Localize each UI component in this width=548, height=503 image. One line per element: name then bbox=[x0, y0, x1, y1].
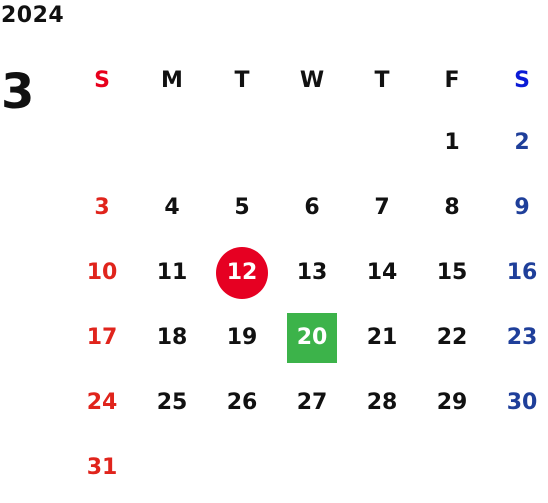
day-number: 16 bbox=[506, 260, 538, 285]
empty-day-cell bbox=[347, 110, 417, 175]
day-cell: 13 bbox=[277, 240, 347, 305]
day-cell: 29 bbox=[417, 370, 487, 435]
calendar-week-row: 10 11 12 13 14 15 16 bbox=[67, 240, 548, 305]
empty-day-cell bbox=[277, 435, 347, 500]
day-number: 6 bbox=[304, 195, 320, 220]
calendar-week-row: 31 bbox=[67, 435, 548, 500]
day-number: 13 bbox=[296, 260, 328, 285]
day-cell: 30 bbox=[487, 370, 548, 435]
weekday-header-friday: F bbox=[444, 67, 460, 93]
day-cell: 24 bbox=[67, 370, 137, 435]
day-cell: 9 bbox=[487, 175, 548, 240]
circle-marker bbox=[216, 246, 268, 299]
day-cell: 17 bbox=[67, 305, 137, 370]
day-number: 12 bbox=[226, 260, 258, 285]
weekday-header-thursday: T bbox=[374, 67, 390, 93]
day-number: 29 bbox=[436, 390, 468, 415]
empty-day-cell bbox=[67, 110, 137, 175]
empty-day-cell bbox=[277, 110, 347, 175]
day-number: 18 bbox=[156, 325, 188, 350]
day-cell: 3 bbox=[67, 175, 137, 240]
empty-day-cell bbox=[207, 435, 277, 500]
day-cell: 6 bbox=[277, 175, 347, 240]
day-number: 11 bbox=[156, 260, 188, 285]
day-number: 17 bbox=[86, 325, 118, 350]
day-cell: 15 bbox=[417, 240, 487, 305]
day-number: 30 bbox=[506, 390, 538, 415]
day-number: 2 bbox=[514, 130, 530, 155]
day-cell: 18 bbox=[137, 305, 207, 370]
weekday-header-monday: M bbox=[161, 67, 183, 93]
weekday-header-tuesday: T bbox=[234, 67, 250, 93]
day-cell: 8 bbox=[417, 175, 487, 240]
day-number: 31 bbox=[86, 455, 118, 480]
day-cell: 27 bbox=[277, 370, 347, 435]
day-cell: 5 bbox=[207, 175, 277, 240]
day-cell: 19 bbox=[207, 305, 277, 370]
day-cell: 2 bbox=[487, 110, 548, 175]
calendar-week-row: 3 4 5 6 7 8 9 bbox=[67, 175, 548, 240]
day-cell: 14 bbox=[347, 240, 417, 305]
weekday-header-saturday: S bbox=[514, 67, 530, 93]
day-number: 23 bbox=[506, 325, 538, 350]
month-label: 3 bbox=[1, 64, 35, 120]
day-number: 14 bbox=[366, 260, 398, 285]
day-cell: 16 bbox=[487, 240, 548, 305]
calendar-week-row: 17 18 19 20 21 22 23 bbox=[67, 305, 548, 370]
day-cell: 26 bbox=[207, 370, 277, 435]
empty-day-cell bbox=[487, 435, 548, 500]
empty-day-cell bbox=[207, 110, 277, 175]
day-cell: 10 bbox=[67, 240, 137, 305]
day-number: 19 bbox=[226, 325, 258, 350]
day-cell: 23 bbox=[487, 305, 548, 370]
day-cell: 20 bbox=[277, 305, 347, 370]
day-number: 4 bbox=[164, 195, 180, 220]
day-number: 25 bbox=[156, 390, 188, 415]
empty-day-cell bbox=[417, 435, 487, 500]
day-cell: 12 bbox=[207, 240, 277, 305]
day-number: 24 bbox=[86, 390, 118, 415]
empty-day-cell bbox=[137, 110, 207, 175]
day-cell: 31 bbox=[67, 435, 137, 500]
day-cell: 28 bbox=[347, 370, 417, 435]
year-label: 2024 bbox=[1, 3, 65, 28]
weekday-header-sunday: S bbox=[94, 67, 110, 93]
weekday-header-row: S M T W T F S bbox=[67, 50, 548, 110]
day-cell: 11 bbox=[137, 240, 207, 305]
day-cell: 22 bbox=[417, 305, 487, 370]
day-number: 26 bbox=[226, 390, 258, 415]
day-number: 10 bbox=[86, 260, 118, 285]
day-cell: 25 bbox=[137, 370, 207, 435]
day-number: 9 bbox=[514, 195, 530, 220]
day-number: 27 bbox=[296, 390, 328, 415]
day-number: 21 bbox=[366, 325, 398, 350]
calendar-week-row: 24 25 26 27 28 29 30 bbox=[67, 370, 548, 435]
day-number: 28 bbox=[366, 390, 398, 415]
day-cell: 21 bbox=[347, 305, 417, 370]
day-number: 5 bbox=[234, 195, 250, 220]
day-number: 20 bbox=[296, 325, 328, 350]
day-cell: 1 bbox=[417, 110, 487, 175]
highlight-marker bbox=[287, 312, 337, 363]
empty-day-cell bbox=[347, 435, 417, 500]
day-cell: 7 bbox=[347, 175, 417, 240]
day-number: 1 bbox=[444, 130, 460, 155]
day-number: 3 bbox=[94, 195, 110, 220]
day-number: 7 bbox=[374, 195, 390, 220]
day-number: 15 bbox=[436, 260, 468, 285]
empty-day-cell bbox=[137, 435, 207, 500]
day-number: 8 bbox=[444, 195, 460, 220]
day-number: 22 bbox=[436, 325, 468, 350]
day-cell: 4 bbox=[137, 175, 207, 240]
weekday-header-wednesday: W bbox=[299, 67, 325, 93]
